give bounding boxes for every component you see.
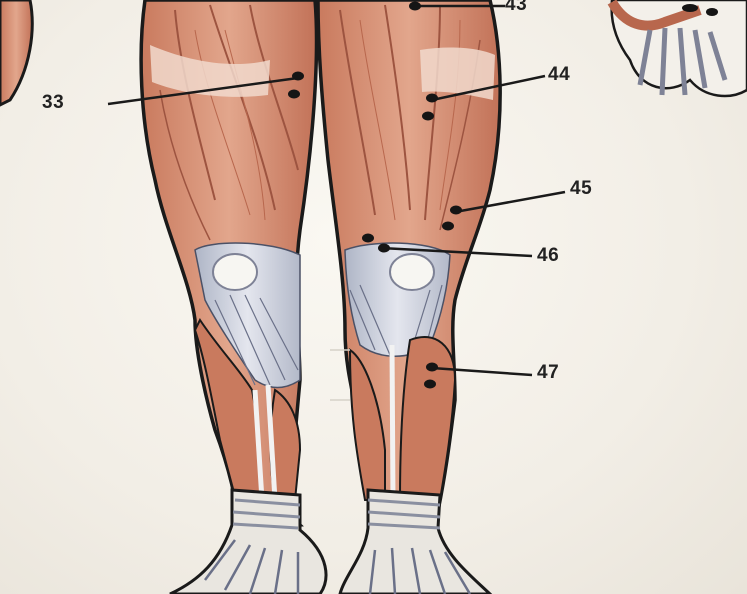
point-33a: [292, 72, 304, 81]
point-45b: [442, 222, 454, 231]
label-46: 46: [537, 245, 559, 267]
label-43: 43: [505, 0, 527, 16]
point-47a: [426, 363, 438, 372]
right-leg: [318, 0, 500, 594]
label-47: 47: [537, 362, 559, 384]
label-45: 45: [570, 178, 592, 200]
label-44: 44: [548, 64, 570, 86]
point-45a: [450, 206, 462, 215]
left-arm-fragment: [0, 0, 32, 105]
point-46b: [378, 244, 390, 253]
label-33: 33: [42, 92, 64, 114]
point-46a: [362, 234, 374, 243]
point-44a: [426, 94, 438, 103]
point-33b: [288, 90, 300, 99]
point-43: [409, 2, 421, 11]
right-hand-fragment: [612, 0, 747, 96]
point-47b: [424, 380, 436, 389]
left-leg: [141, 0, 326, 594]
point-44b: [422, 112, 434, 121]
